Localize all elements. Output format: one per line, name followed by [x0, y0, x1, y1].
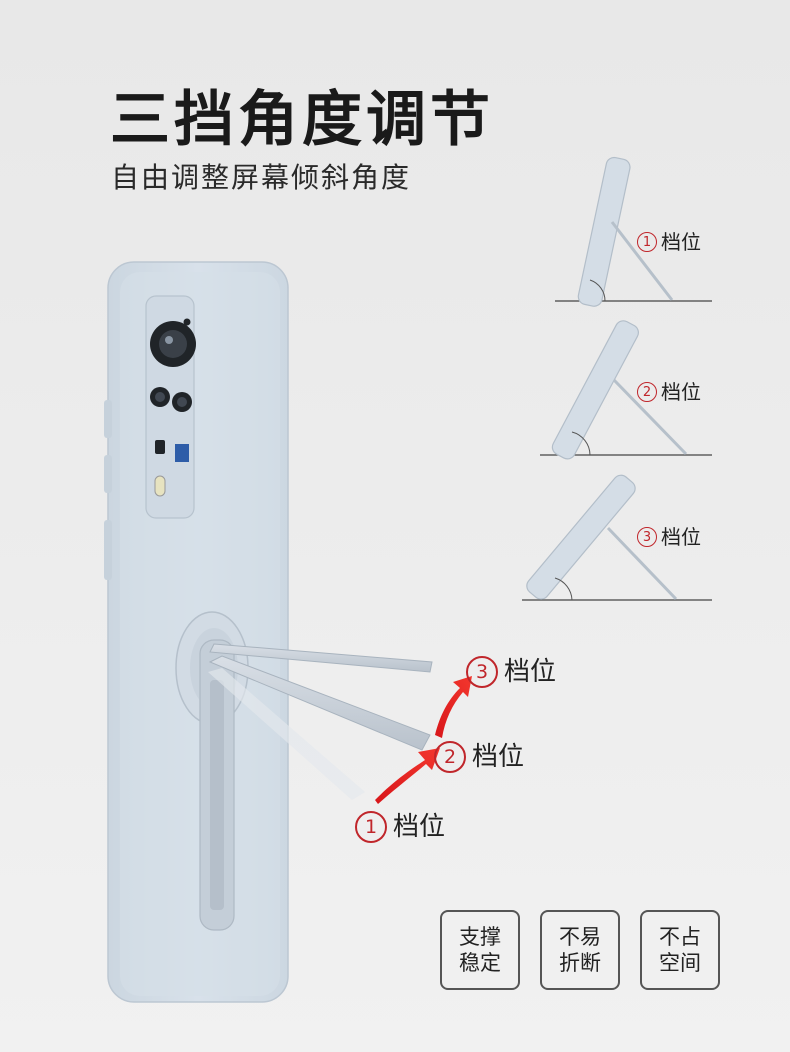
page-title: 三挡角度调节 — [110, 85, 494, 155]
gear-number: 1 — [637, 232, 657, 252]
zeiss-badge-icon — [175, 444, 189, 462]
feature-line: 支撑 — [459, 924, 501, 949]
gear-text: 档位 — [661, 525, 701, 549]
gear-text: 档位 — [504, 657, 557, 687]
phone-case — [104, 261, 289, 1003]
gear-number: 3 — [466, 656, 498, 688]
feature-line: 不易 — [559, 924, 601, 949]
angle-diagram-1 — [555, 156, 712, 307]
angle-diagram-2 — [540, 320, 712, 460]
feature-line: 空间 — [659, 951, 701, 975]
gear-label-main-1: 1 档位 — [355, 811, 445, 843]
side-button — [104, 400, 112, 438]
gear-number: 2 — [434, 741, 466, 773]
gear-label-main-2: 2 档位 — [434, 741, 524, 773]
gear-number: 1 — [355, 811, 387, 843]
gear-text: 档位 — [661, 230, 701, 254]
gear-label-small-3: 3 档位 — [637, 527, 701, 547]
gear-number: 3 — [637, 527, 657, 547]
camera-module — [145, 295, 196, 519]
side-button — [104, 520, 112, 580]
gear-label-small-2: 2 档位 — [637, 382, 701, 402]
gear-text: 档位 — [393, 812, 446, 842]
side-button — [104, 455, 112, 493]
page-subtitle: 自由调整屏幕倾斜角度 — [111, 161, 412, 194]
feature-badge-durable: 不易 折断 — [540, 910, 620, 990]
feature-line: 稳定 — [459, 951, 501, 975]
feature-line: 不占 — [659, 924, 701, 949]
feature-line: 折断 — [559, 951, 601, 975]
kickstand-arms — [208, 643, 433, 800]
gear-label-main-3: 3 档位 — [466, 656, 556, 688]
feature-badge-compact: 不占 空间 — [640, 910, 720, 990]
gear-number: 2 — [637, 382, 657, 402]
gear-text: 档位 — [661, 380, 701, 404]
arrow-icon — [375, 676, 472, 804]
gear-text: 档位 — [472, 742, 525, 772]
feature-badge-stable: 支撑 稳定 — [440, 910, 520, 990]
gear-label-small-1: 1 档位 — [637, 232, 701, 252]
angle-diagram-3 — [522, 474, 712, 601]
